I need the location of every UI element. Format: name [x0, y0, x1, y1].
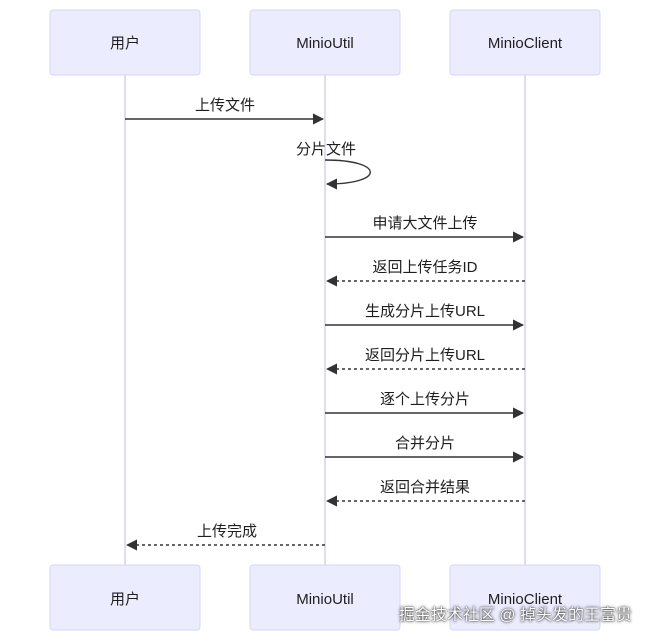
message-label: 生成分片上传URL	[365, 303, 485, 320]
message-label: 返回分片上传URL	[365, 347, 485, 364]
message-label: 返回上传任务ID	[372, 259, 477, 276]
message-return-merge: 返回合并结果	[325, 479, 525, 507]
actor-label: MinioClient	[488, 35, 563, 52]
actor-label: 用户	[110, 35, 140, 52]
actor-minioclient-top: MinioClient	[449, 9, 601, 76]
message-merge-chunks: 合并分片	[325, 435, 525, 463]
actor-user-bottom: 用户	[49, 564, 201, 631]
actor-label: MinioClient	[488, 591, 563, 608]
message-return-task-id: 返回上传任务ID	[325, 259, 525, 287]
message-upload-file: 上传文件	[125, 97, 325, 125]
message-label: 上传完成	[197, 523, 257, 540]
actor-user-top: 用户	[49, 9, 201, 76]
message-label: 返回合并结果	[380, 479, 470, 496]
message-label: 合并分片	[395, 435, 455, 452]
message-request-upload: 申请大文件上传	[325, 215, 525, 243]
message-label: 分片文件	[296, 141, 356, 158]
message-label: 上传文件	[195, 97, 255, 114]
actor-minioclient-bottom: MinioClient	[449, 564, 601, 631]
watermark: 掘金技术社区 @ 掉头发的王富贵	[398, 607, 632, 624]
message-upload-chunks: 逐个上传分片	[325, 391, 525, 419]
actor-label: MinioUtil	[296, 591, 354, 608]
message-upload-complete: 上传完成	[125, 523, 325, 551]
message-label: 逐个上传分片	[380, 391, 470, 408]
actor-label: MinioUtil	[296, 35, 354, 52]
message-split-file: 分片文件	[296, 141, 371, 190]
message-generate-url: 生成分片上传URL	[325, 303, 525, 331]
message-return-url: 返回分片上传URL	[325, 347, 525, 375]
actor-label: 用户	[110, 591, 140, 608]
message-label: 申请大文件上传	[372, 215, 477, 232]
actor-minioutil-bottom: MinioUtil	[249, 564, 401, 631]
actor-minioutil-top: MinioUtil	[249, 9, 401, 76]
